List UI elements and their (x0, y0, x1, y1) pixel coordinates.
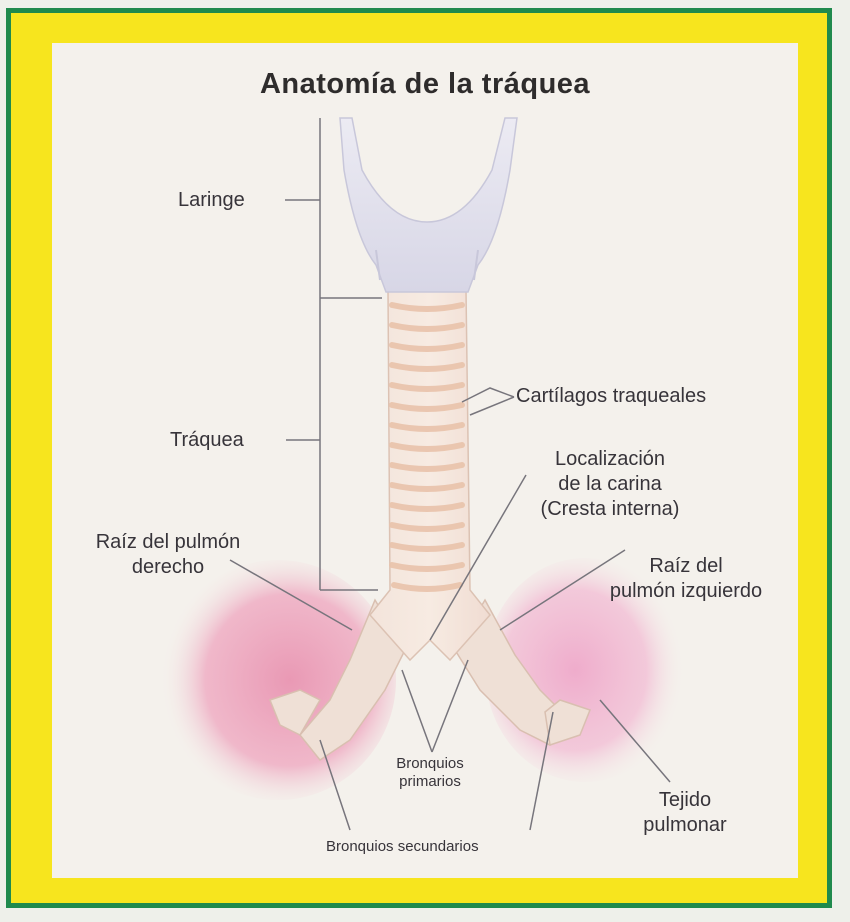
larynx (340, 118, 517, 292)
label-tejido-line1: Tejido (615, 788, 755, 813)
label-laringe: Laringe (178, 188, 245, 213)
trachea-tube (370, 290, 490, 660)
label-tejido-line2: pulmonar (615, 813, 755, 838)
label-raiz-pulmon-izquierdo: Raíz del pulmón izquierdo (568, 554, 804, 604)
label-raiz-derecho-line1: Raíz del pulmón (58, 530, 278, 555)
label-cartilagos-traqueales: Cartílagos traqueales (516, 384, 706, 409)
label-tejido-pulmonar: Tejido pulmonar (615, 788, 755, 838)
label-raiz-derecho-line2: derecho (58, 555, 278, 580)
label-bronquios-secundarios: Bronquios secundarios (326, 838, 479, 856)
label-raiz-izquierdo-line1: Raíz del (568, 554, 804, 579)
tracheal-cartilage-rings (392, 305, 462, 589)
label-raiz-izquierdo-line2: pulmón izquierdo (568, 579, 804, 604)
label-carina-line2: de la carina (510, 472, 710, 497)
label-bronquios-primarios-line1: Bronquios (370, 755, 490, 773)
label-localizacion-carina: Localización de la carina (Cresta intern… (510, 447, 710, 522)
diagram-title: Anatomía de la tráquea (0, 68, 850, 101)
label-carina-line1: Localización (510, 447, 710, 472)
label-bronquios-primarios-line2: primarios (370, 773, 490, 791)
label-carina-line3: (Cresta interna) (510, 497, 710, 522)
label-bronquios-primarios: Bronquios primarios (370, 755, 490, 791)
label-raiz-pulmon-derecho: Raíz del pulmón derecho (58, 530, 278, 580)
label-traquea: Tráquea (170, 428, 244, 453)
